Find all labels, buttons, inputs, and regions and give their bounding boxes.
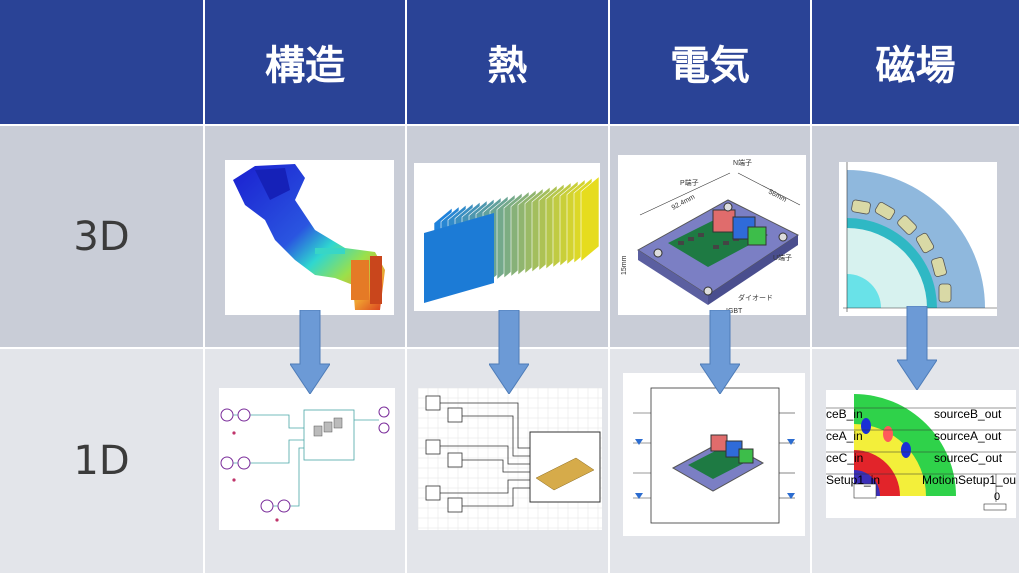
- header-structure: 構造: [205, 0, 405, 124]
- label-n-terminal: N端子: [733, 158, 752, 167]
- header-thermal: 熱: [407, 0, 608, 124]
- header-corner: [0, 0, 203, 124]
- mag-left-1: ceA_in: [826, 429, 863, 443]
- label-diode: ダイオード: [738, 293, 773, 302]
- mag-right-1: sourceA_out: [934, 429, 1002, 443]
- label-igbt: IGBT: [726, 308, 743, 315]
- arrow-down-icon: [290, 310, 330, 394]
- header-magnetic: 磁場: [812, 0, 1019, 124]
- header-electric: 電気: [610, 0, 810, 124]
- label-p-terminal: P端子: [680, 178, 699, 187]
- label-width: 56mm: [767, 189, 788, 204]
- magnetic-1d-image: ceB_in ceA_in ceC_in Setup1_in sourceB_o…: [826, 390, 1016, 518]
- label-u-terminal: U端子: [773, 253, 792, 262]
- row-label-3d: 3D: [0, 126, 203, 347]
- electric-1d-image: [623, 373, 805, 536]
- structure-3d-image: [225, 160, 394, 315]
- arrow-down-icon: [700, 310, 740, 394]
- thermal-1d-image: [418, 388, 602, 530]
- label-length: 92.4mm: [671, 194, 697, 212]
- mag-left-3: Setup1_in: [826, 473, 880, 487]
- arrow-down-icon: [897, 306, 937, 390]
- mag-zero: 0: [994, 491, 1000, 503]
- electric-3d-image: N端子 P端子 U端子 ダイオード IGBT 92.4mm 56mm 15mm: [618, 155, 806, 315]
- structure-1d-image: [219, 388, 395, 530]
- mag-left-0: ceB_in: [826, 407, 863, 421]
- label-height: 15mm: [621, 255, 628, 275]
- mag-right-0: sourceB_out: [934, 407, 1002, 421]
- arrow-down-icon: [489, 310, 529, 394]
- row-label-1d: 1D: [0, 349, 203, 573]
- thermal-3d-image: [414, 163, 600, 311]
- magnetic-3d-image: [839, 162, 997, 316]
- mag-left-2: ceC_in: [826, 451, 863, 465]
- mag-right-2: sourceC_out: [934, 451, 1003, 465]
- mag-right-3: MotionSetup1_out: [922, 473, 1016, 487]
